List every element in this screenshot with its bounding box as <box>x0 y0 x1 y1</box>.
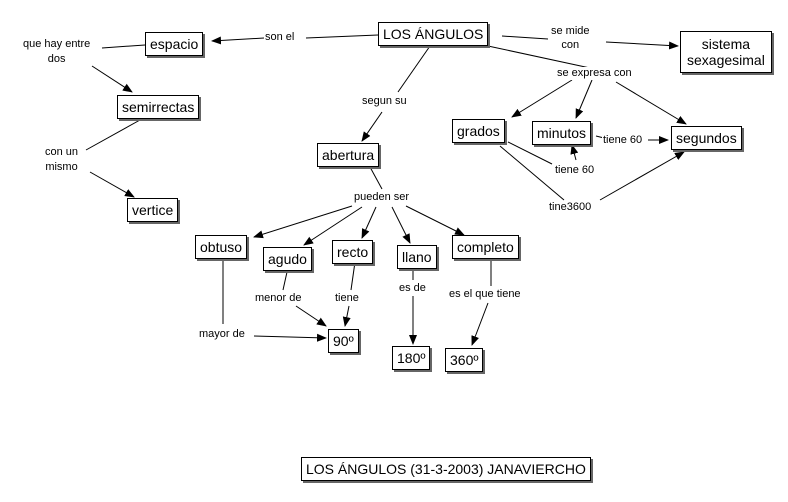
edge-menor-de-90 <box>295 305 327 327</box>
edge-grados-tine3600 <box>499 145 565 201</box>
node-minutos[interactable]: minutos <box>532 121 592 145</box>
label-pueden-ser: pueden ser <box>353 191 411 204</box>
edge-se-mide-sistema <box>605 41 679 50</box>
edge-se-expresa-grados <box>511 79 573 118</box>
node-los-angulos[interactable]: LOS ÁNGULOS <box>378 22 489 46</box>
label-tiene: tiene <box>334 292 360 305</box>
label-que-hay-entre-dos-line2: dos <box>47 53 66 65</box>
node-sistema-sexagesimal[interactable]: sistema sexagesimal <box>680 31 772 73</box>
edge-se-expresa-minutos <box>575 79 593 119</box>
node-grados[interactable]: grados <box>452 119 505 143</box>
node-vertice[interactable]: vertice <box>127 198 179 222</box>
node-90[interactable]: 90º <box>328 329 359 353</box>
label-tine3600: tine3600 <box>548 201 593 214</box>
node-360[interactable]: 360º <box>445 348 484 372</box>
label-menor-de: menor de <box>254 292 303 305</box>
node-sistema-line2: sexagesimal <box>687 52 765 68</box>
node-obtuso[interactable]: obtuso <box>195 235 248 259</box>
label-es-el-que-tiene: es el que tiene <box>448 288 522 301</box>
label-con-un-mismo-line1: con un <box>45 146 79 158</box>
node-agudo[interactable]: agudo <box>263 247 312 271</box>
label-con-un-mismo-line2: mismo <box>45 161 78 173</box>
label-tiene-60-minutos: tiene 60 <box>554 164 596 177</box>
edge-pueden-completo <box>405 205 465 236</box>
edge-espacio-que-hay <box>101 44 146 49</box>
label-son-el: son el <box>264 31 296 44</box>
node-completo[interactable]: completo <box>452 235 519 259</box>
edge-angulos-segun-su <box>397 45 431 93</box>
edge-pueden-obtuso <box>253 205 353 239</box>
label-se-mide-con-line1: se mide <box>551 25 590 37</box>
node-recto[interactable]: recto <box>332 240 374 264</box>
edge-recto-tiene <box>350 261 356 291</box>
label-con-un-mismo: con un mismo <box>44 145 80 175</box>
edge-pueden-agudo <box>303 206 363 246</box>
label-se-expresa-con: se expresa con <box>556 67 633 80</box>
label-segun-su: segun su <box>361 95 408 108</box>
node-espacio[interactable]: espacio <box>145 32 204 56</box>
edge-mayor-de-90 <box>253 333 327 342</box>
edge-son-el-espacio <box>211 36 265 45</box>
edge-con-un-vertice <box>89 171 135 198</box>
edge-se-expresa-segundos <box>615 81 687 125</box>
label-mayor-de: mayor de <box>198 328 246 341</box>
edge-pueden-llano <box>391 206 411 244</box>
edge-grados-tiene60 <box>507 141 553 165</box>
edge-que-hay-semirrectas <box>91 65 133 93</box>
label-se-mide-con-line2: con <box>561 39 580 51</box>
node-abertura[interactable]: abertura <box>317 143 380 167</box>
edge-es-el-360 <box>471 302 489 346</box>
label-tiene-60-segundos: tiene 60 <box>602 134 644 147</box>
map-footer-title: LOS ÁNGULOS (31-3-2003) JANAVIERCHO <box>301 457 591 481</box>
label-que-hay-entre-dos: que hay entre dos <box>22 37 92 67</box>
node-llano[interactable]: llano <box>397 245 437 269</box>
edge-tine3600-segundos <box>599 151 685 201</box>
edge-agudo-menor-de <box>282 271 288 291</box>
edge-angulos-son-el <box>305 34 379 39</box>
node-segundos[interactable]: segundos <box>671 126 742 150</box>
node-semirrectas[interactable]: semirrectas <box>117 95 200 119</box>
edge-abertura-pueden-ser <box>369 166 383 190</box>
edge-angulos-se-expresa <box>487 45 591 69</box>
edge-tiene-90 <box>342 305 351 327</box>
label-que-hay-entre-dos-line1: que hay entre <box>23 38 91 50</box>
label-se-mide-con: se mide con <box>550 24 591 52</box>
edge-semirrectas-con-un <box>85 119 141 151</box>
node-sistema-line1: sistema <box>701 36 751 52</box>
label-es-de: es de <box>398 282 427 295</box>
edge-angulos-se-mide <box>501 35 549 40</box>
edge-tiene60-minutos <box>570 144 579 161</box>
node-180[interactable]: 180º <box>392 346 431 370</box>
edge-pueden-recto <box>361 206 377 239</box>
edge-segun-su-abertura <box>361 111 383 142</box>
